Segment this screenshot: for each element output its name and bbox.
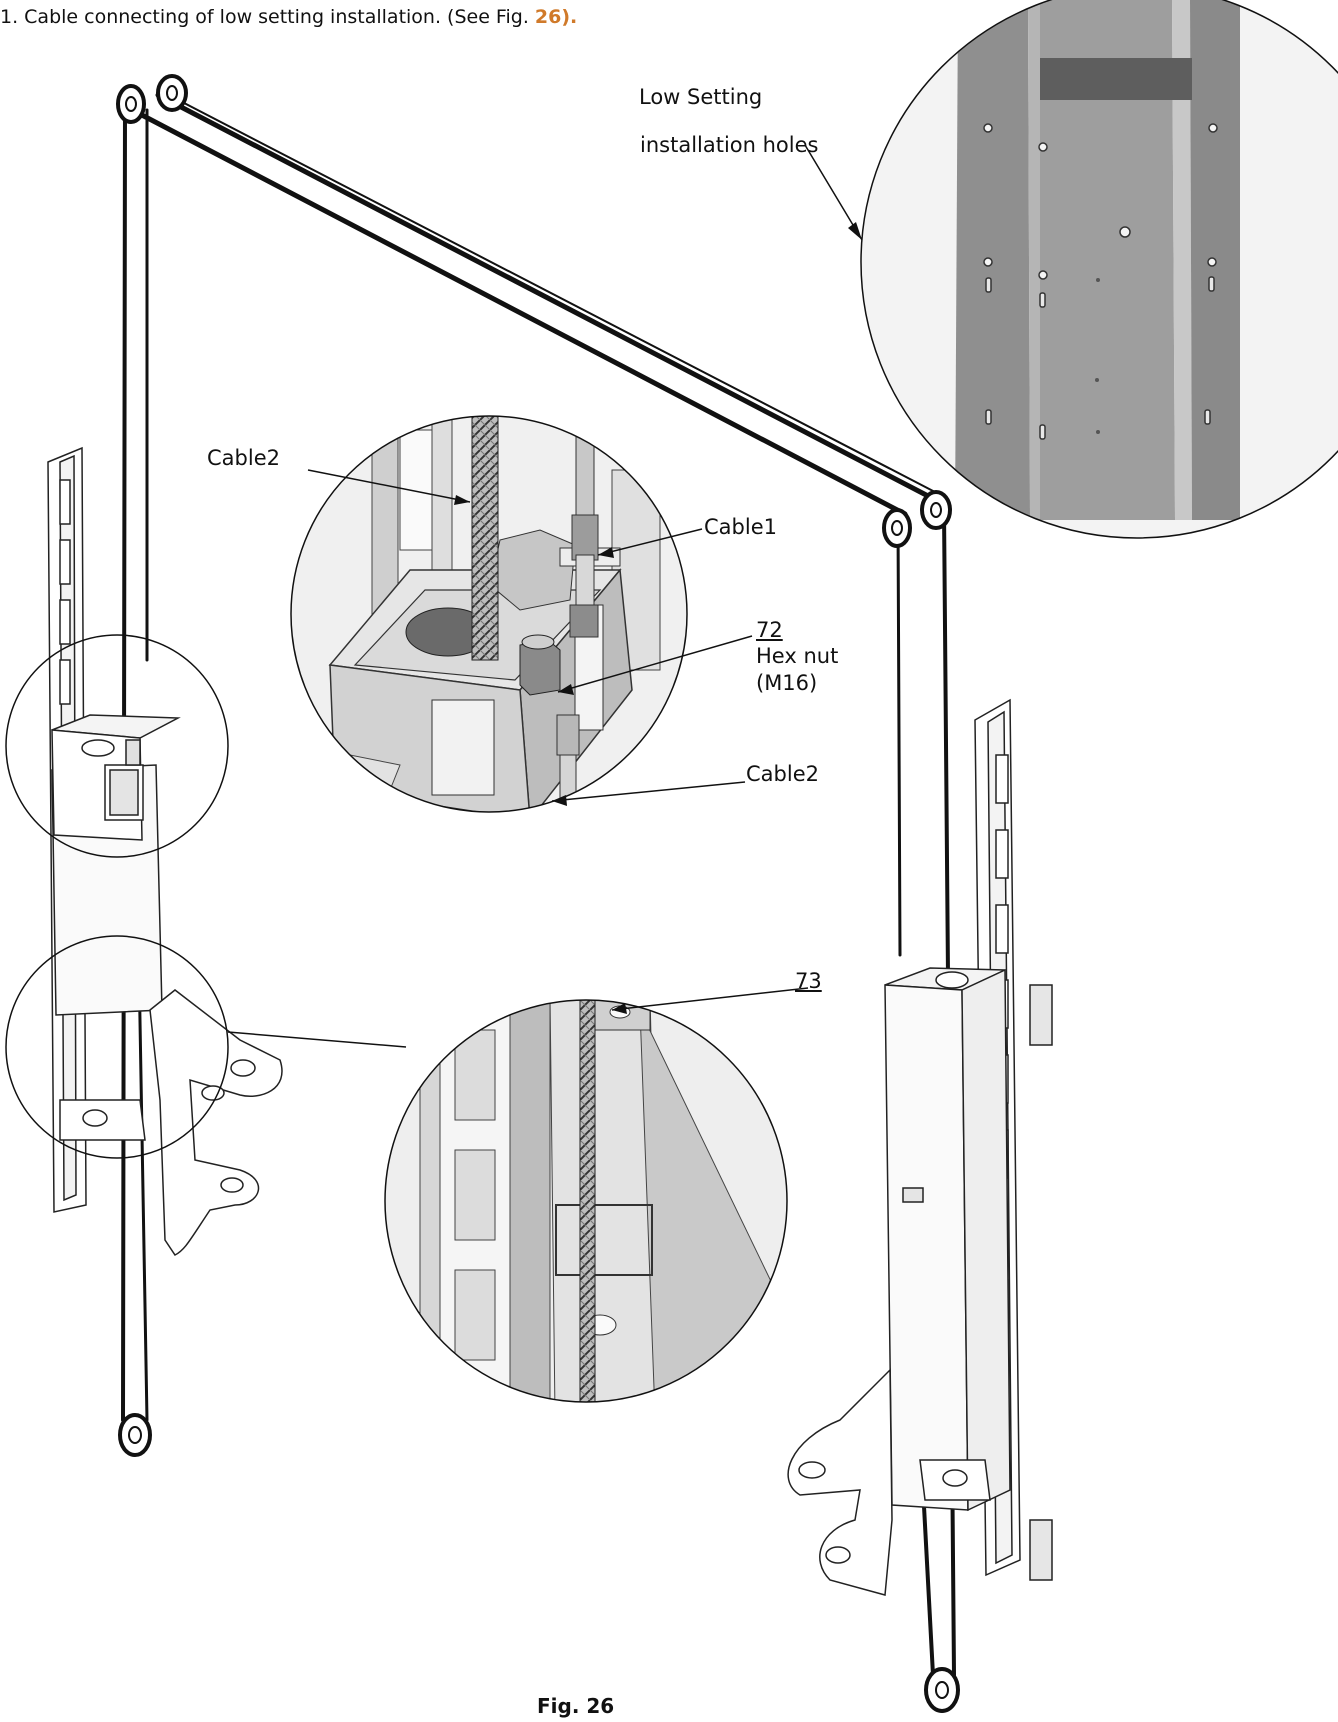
leader-low-setting bbox=[804, 144, 863, 241]
label-part-72-size: (M16) bbox=[756, 671, 818, 695]
figure-caption: Fig. 26 bbox=[537, 1694, 615, 1718]
pulley-bottom-right bbox=[924, 1667, 960, 1713]
leader-lines bbox=[307, 469, 809, 1011]
left-detail-callout-circle-upper bbox=[5, 634, 229, 858]
pulley-top-left-b bbox=[156, 74, 188, 112]
figure-reference: 26). bbox=[534, 6, 578, 28]
left-column bbox=[47, 446, 283, 1256]
detail-low-setting-holes bbox=[860, 0, 1338, 539]
label-part-73-number: 73 bbox=[795, 969, 822, 993]
arrowhead-low-setting bbox=[848, 222, 862, 240]
label-cable2-bottom: Cable2 bbox=[746, 762, 819, 786]
label-part-72-name: Hex nut bbox=[756, 644, 839, 668]
detail-cable-connection bbox=[290, 415, 688, 813]
label-part-72-number: 72 bbox=[756, 618, 783, 642]
pulley-top-left-a bbox=[116, 84, 146, 124]
pulley-bottom-left bbox=[118, 1413, 152, 1457]
leader-lower-detail bbox=[227, 1031, 407, 1048]
label-low-setting-line2: installation holes bbox=[640, 133, 819, 157]
pulley-top-right-b bbox=[920, 490, 952, 530]
label-cable1: Cable1 bbox=[704, 515, 777, 539]
pulley-top-right-a bbox=[882, 508, 912, 548]
label-low-setting-line1: Low Setting bbox=[639, 85, 763, 109]
heading-text: 1. Cable connecting of low setting insta… bbox=[0, 6, 535, 28]
right-column bbox=[787, 698, 1053, 1596]
label-cable2-top: Cable2 bbox=[207, 446, 280, 470]
section-heading: 1. Cable connecting of low setting insta… bbox=[0, 6, 577, 28]
detail-cable-73 bbox=[384, 999, 788, 1403]
arrowheads bbox=[454, 495, 627, 1014]
left-detail-callout-circle-lower bbox=[5, 935, 229, 1159]
